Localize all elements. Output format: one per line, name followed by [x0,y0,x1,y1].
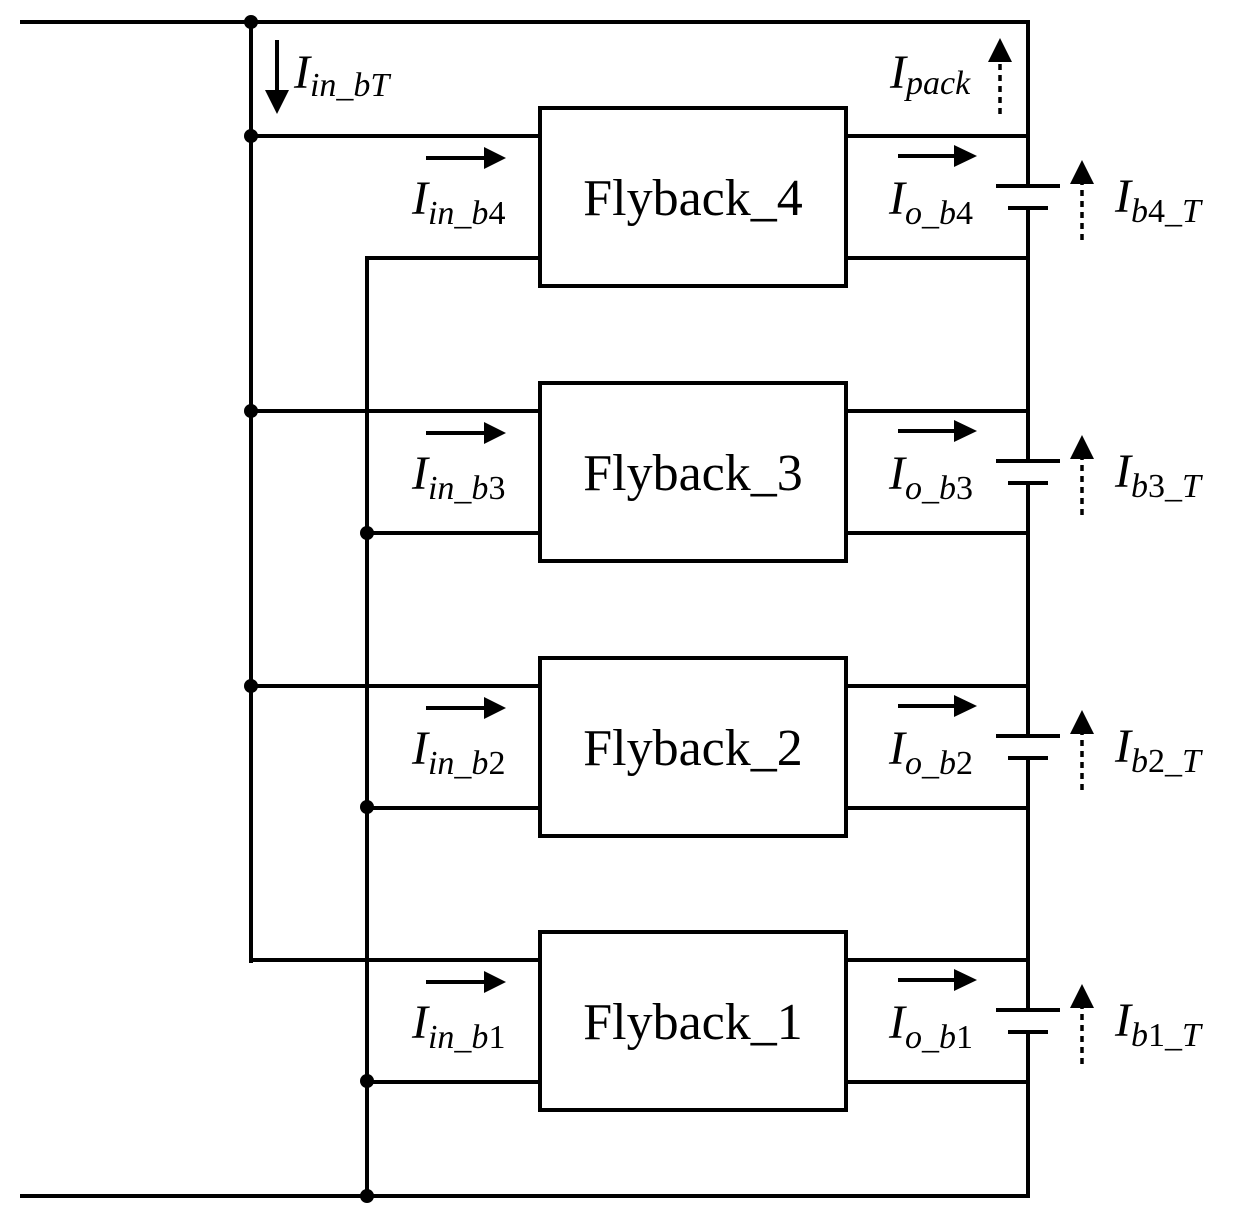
flyback-converter-box [538,656,848,838]
flyback-converter-label: Flyback_3 [583,445,803,502]
arrow-head [265,90,289,114]
flyback-stage: Flyback_2 Iin_b2 Io_b2 Ib2_T [249,656,1203,838]
flyback-stage: Flyback_1 Iin_b1 Io_b1 Ib1_T [249,930,1203,1112]
arrow-head [1070,160,1094,184]
rails [20,20,1030,1198]
output-current-label: Io_b1 [888,996,973,1056]
converter-stages: Flyback_4 Iin_b4 Io_b4 Ib4_T Flyback_3 Iin_b3… [249,106,1203,1112]
junctions [244,15,374,1203]
flyback-converter-label: Flyback_2 [583,720,803,777]
arrow-head [988,38,1012,62]
arrow-head [1070,710,1094,734]
battery-current-label: Ib2_T [1114,720,1203,780]
input-current-label: Iin_b1 [411,996,505,1056]
arrow-head [1070,984,1094,1008]
output-current-label: Io_b3 [888,447,973,507]
battery-gap [1015,187,1041,207]
input-current-label: Iin_b3 [411,447,505,507]
arrow-head [484,147,506,169]
input-total-current-label: Iin_bT [293,46,391,104]
input-current-label: Iin_b4 [411,172,505,232]
battery-gap [1015,462,1041,482]
arrow-head [484,697,506,719]
battery-gap [1015,737,1041,757]
flyback-stage: Flyback_4 Iin_b4 Io_b4 Ib4_T [249,106,1203,288]
battery-current-label: Ib1_T [1114,994,1203,1054]
junction-dot [244,15,258,29]
arrow-head [954,969,977,991]
pack-current-label: Ipack [889,46,971,102]
pack-current: Ipack [889,38,1012,114]
output-current-label: Io_b2 [888,722,973,782]
battery-current-label: Ib4_T [1114,170,1203,230]
arrow-head [954,420,977,442]
flyback-stage: Flyback_3 Iin_b3 Io_b3 Ib3_T [249,381,1203,563]
flyback-converter-label: Flyback_4 [583,170,803,227]
arrow-head [484,422,506,444]
junction-dot [360,1189,374,1203]
input-current-label: Iin_b2 [411,722,505,782]
battery-current-label: Ib3_T [1114,445,1203,505]
flyback-converter-box [538,106,848,288]
flyback-converter-label: Flyback_1 [583,994,803,1051]
flyback-converter-box [538,930,848,1112]
input-total-current: Iin_bT [265,40,391,114]
battery-gap [1015,1011,1041,1031]
arrow-head [954,145,977,167]
arrow-head [484,971,506,993]
output-current-label: Io_b4 [888,172,973,232]
arrow-head [954,695,977,717]
arrow-head [1070,435,1094,459]
flyback-converter-box [538,381,848,563]
